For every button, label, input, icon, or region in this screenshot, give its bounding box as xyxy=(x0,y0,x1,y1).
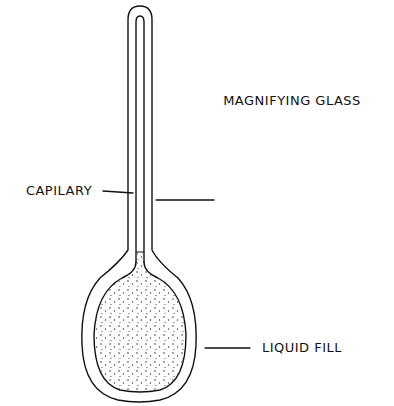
magnifying-glass-outline xyxy=(82,6,196,402)
capillary-bore xyxy=(136,16,144,262)
part-label: LIQUID FILL xyxy=(252,333,352,363)
leader-line xyxy=(103,191,133,193)
liquid-meniscus xyxy=(136,252,144,253)
leader-line xyxy=(156,199,214,200)
part-label: CAPILARY xyxy=(14,176,104,206)
liquid-fill xyxy=(95,252,185,391)
leader-line xyxy=(205,347,250,348)
part-label: MAGNIFYING GLASS xyxy=(222,86,362,116)
